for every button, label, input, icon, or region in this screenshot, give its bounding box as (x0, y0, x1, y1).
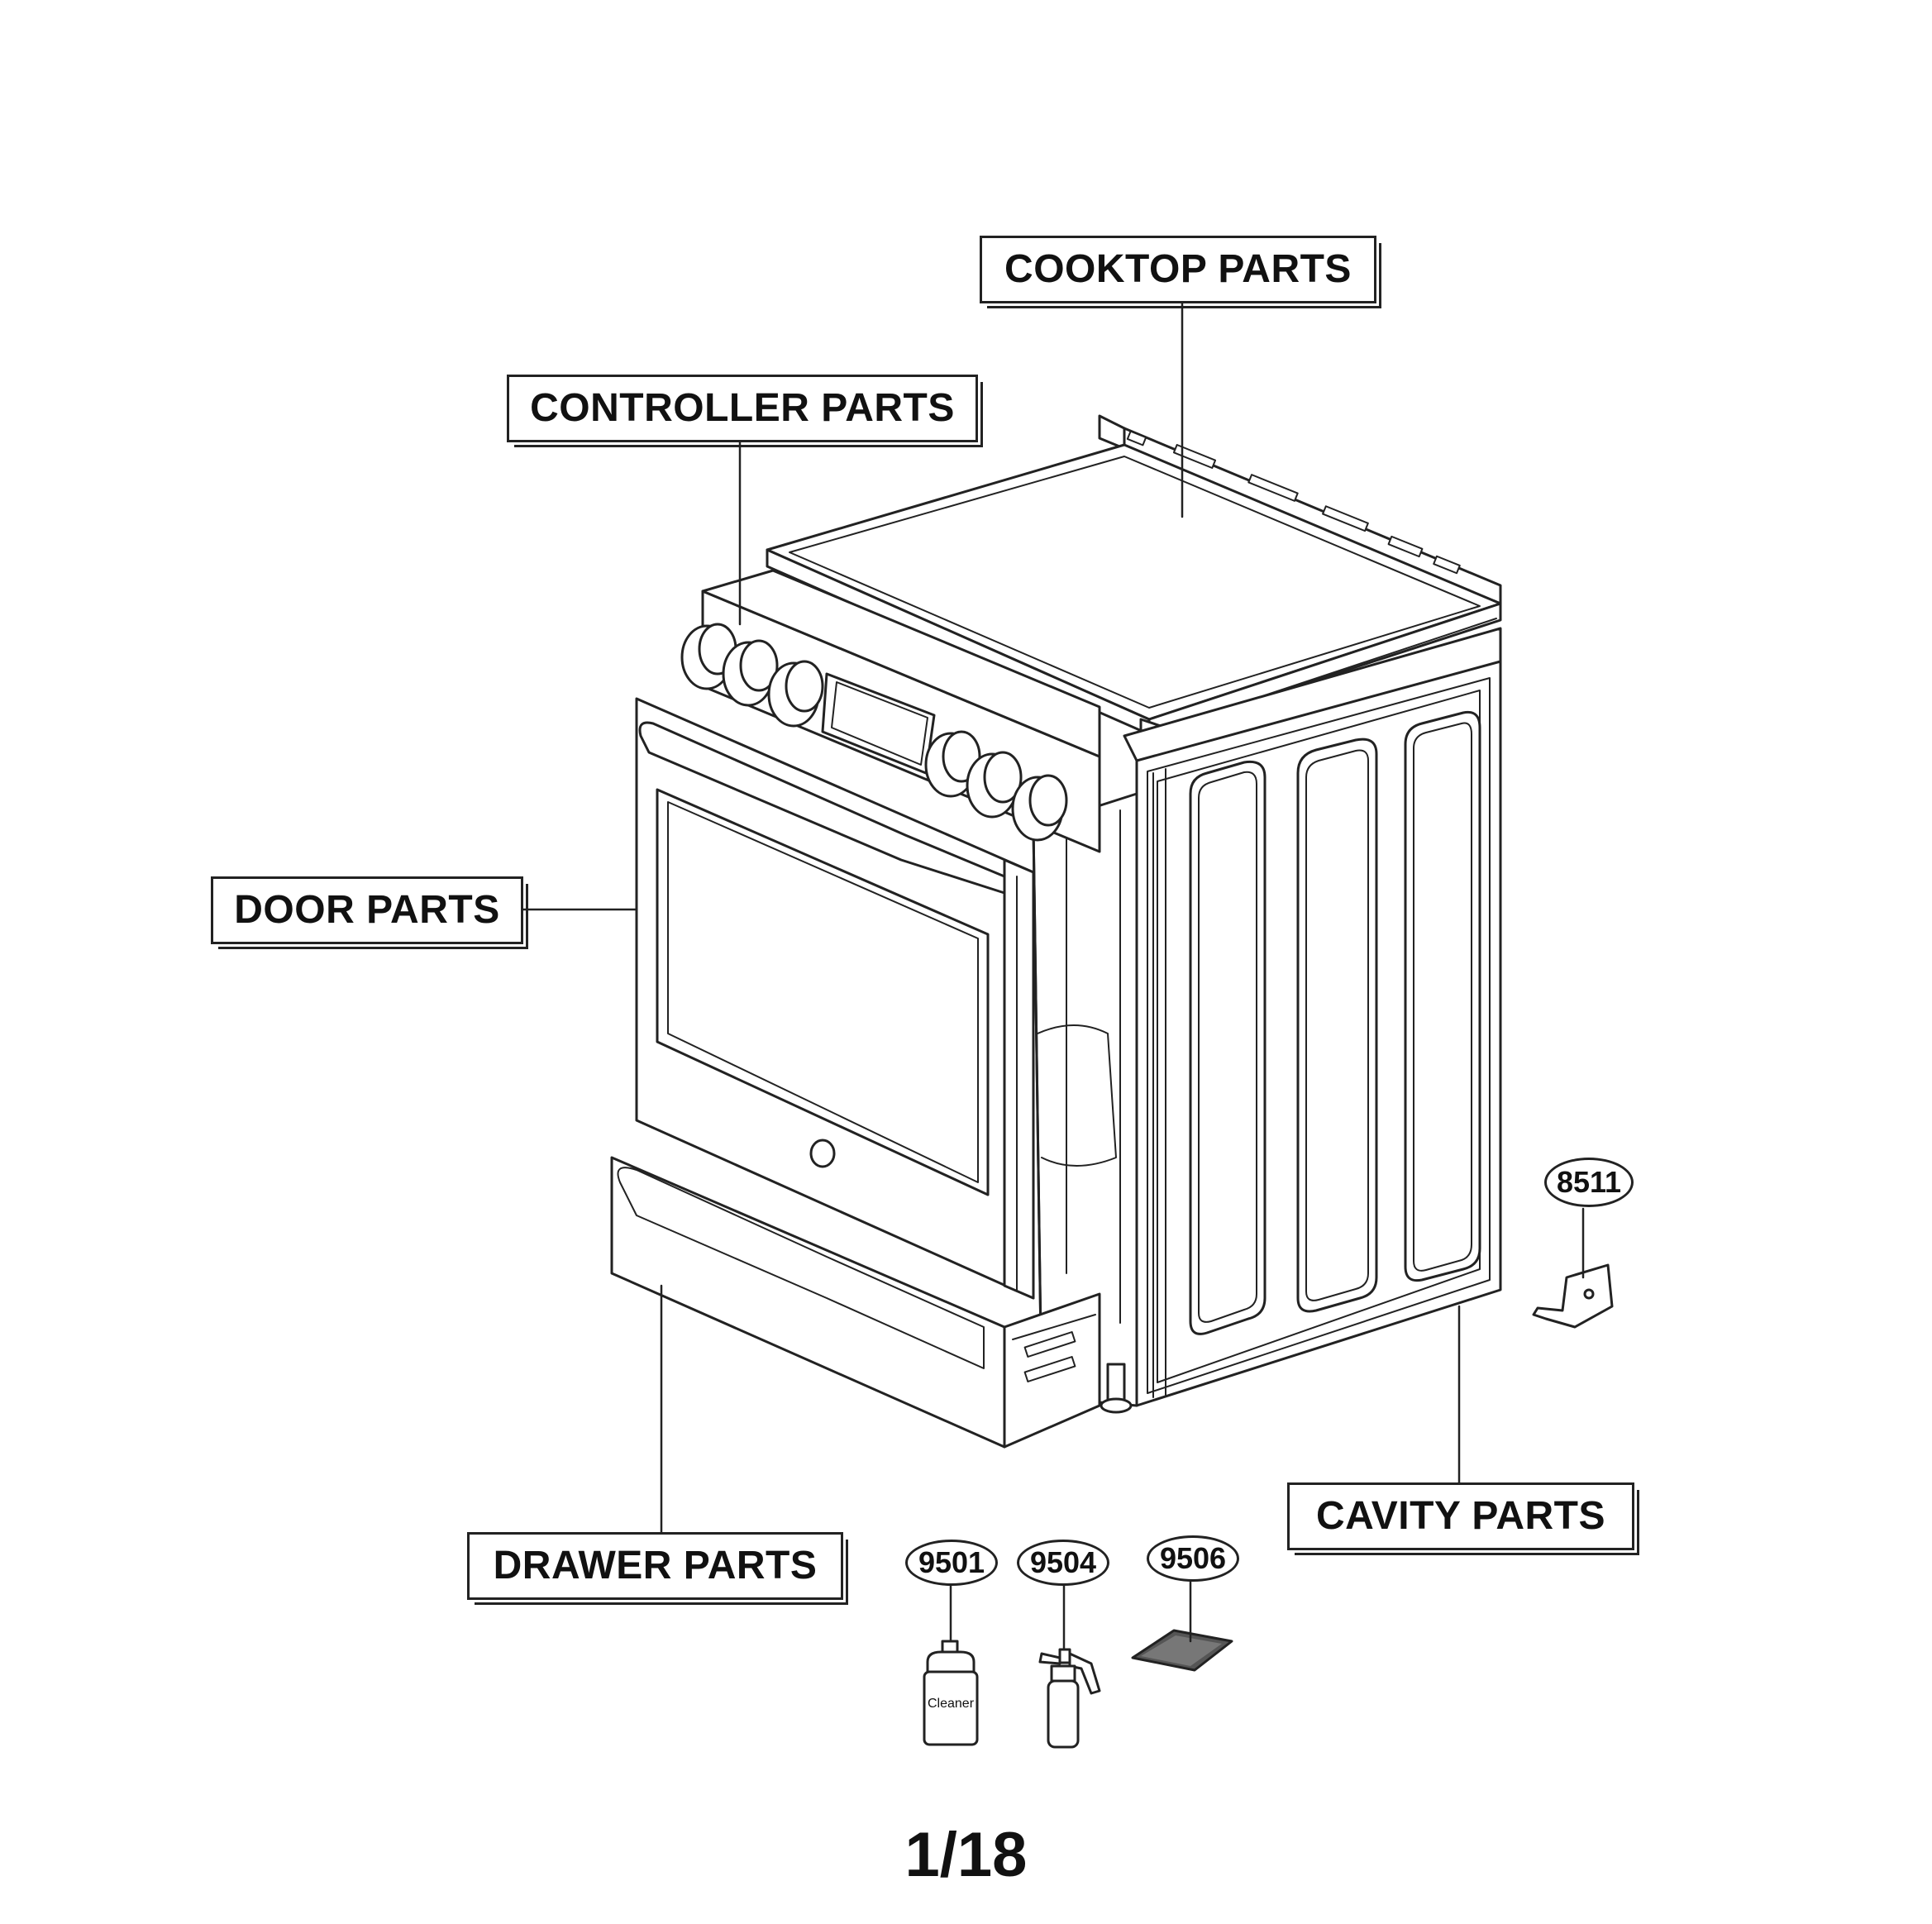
callout-9501: 9501 (905, 1540, 998, 1586)
leader-lines (519, 267, 1585, 1651)
cavity-body (1032, 627, 1502, 1414)
controller-parts-label[interactable]: CONTROLLER PARTS (507, 375, 983, 447)
callout-9504: 9504 (1017, 1540, 1109, 1586)
cleaner-bottle-9501 (923, 1640, 979, 1746)
scrub-pad-9506 (1131, 1629, 1233, 1672)
cooktop-parts-label[interactable]: COOKTOP PARTS (980, 236, 1381, 308)
door-assembly (635, 697, 1035, 1300)
cooktop-assembly (766, 414, 1502, 750)
page-number: 1/18 (904, 1820, 1028, 1890)
cavity-parts-label[interactable]: CAVITY PARTS (1287, 1482, 1639, 1555)
cleaner-bottle-label: Cleaner (927, 1697, 975, 1711)
drawer-parts-label[interactable]: DRAWER PARTS (467, 1532, 848, 1605)
controller-assembly (680, 569, 1101, 853)
callout-8511: 8511 (1544, 1158, 1634, 1207)
drawer-assembly (610, 1156, 1101, 1449)
bracket-part-8511 (1532, 1263, 1614, 1329)
door-parts-label[interactable]: DOOR PARTS (211, 876, 528, 949)
sprayer-9504 (1038, 1648, 1101, 1749)
callout-9506: 9506 (1147, 1535, 1239, 1582)
